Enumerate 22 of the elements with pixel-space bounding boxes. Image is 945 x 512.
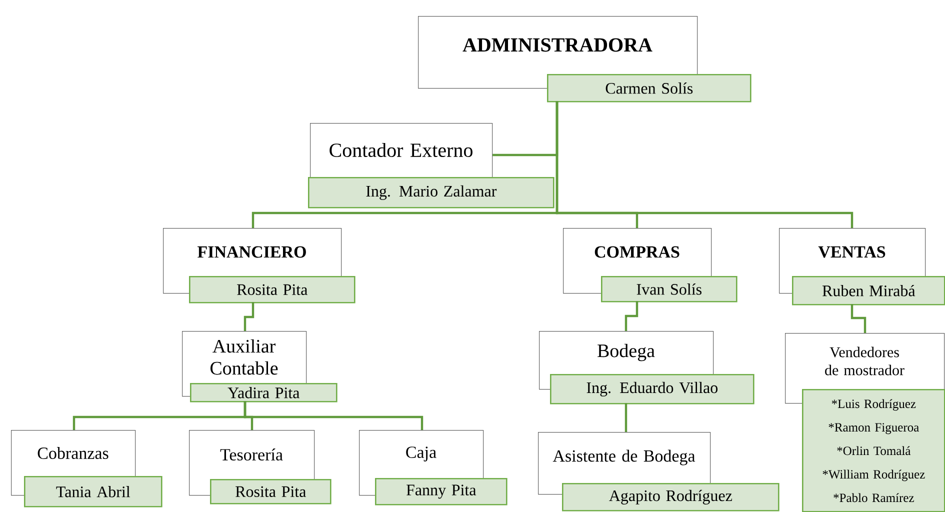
node-label: *Orlin Tomalá (837, 446, 911, 456)
name-box: Rosita Pita (210, 479, 332, 504)
name-box: Agapito Rodríguez (562, 483, 780, 512)
name-box: Rosita Pita (189, 276, 356, 304)
connector-line (556, 101, 854, 228)
name-box: Carmen Solís (547, 74, 752, 102)
name-box: Ing. Mario Zalamar (308, 177, 554, 208)
name-box: Ivan Solís (601, 276, 738, 302)
name-box: Yadira Pita (190, 383, 338, 402)
name-box: Ruben Mirabá (792, 276, 945, 306)
name-box: Ing. Eduardo Villao (550, 374, 754, 404)
connector-line (244, 401, 424, 430)
node-label: *William Rodríguez (822, 470, 925, 482)
name-box: Fanny Pita (375, 478, 508, 506)
node-label: *Ramon Figueroa (828, 423, 919, 434)
connector-line (850, 304, 866, 333)
node-label: *Pablo Ramírez (834, 493, 914, 502)
connector-line (244, 302, 254, 331)
connector-line (624, 403, 628, 432)
name-box: *Luis Rodríguez *Ramon Figueroa *Orlin Tomalá *William Rodríguez *Pablo Ramírez (802, 389, 945, 512)
connector-line (624, 301, 638, 331)
name-box: Tania Abril (24, 476, 162, 508)
